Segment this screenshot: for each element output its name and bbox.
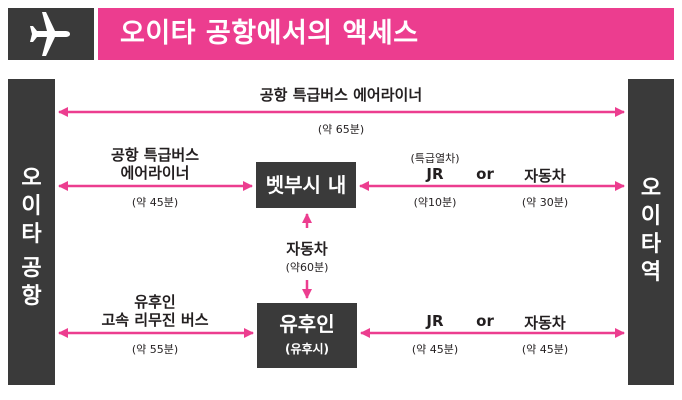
mid-left-label-2: 에어라이너 [120, 164, 190, 182]
mid-or: or [476, 165, 494, 183]
bottom-left-time: (약 55분) [131, 343, 179, 356]
terminal-char: 항 [21, 284, 42, 309]
top-route-label: 공항 특급버스 에어라이너 [259, 86, 423, 104]
beppu-node: 벳부시 내 [256, 162, 356, 208]
bottom-car-label: 자동차 [524, 314, 566, 332]
top-route-time: (약 65분) [317, 123, 365, 136]
bottom-jr-label: JR [426, 312, 444, 330]
bottom-left-label-2: 고속 리무진 버스 [101, 311, 209, 329]
terminal-char: 타 [21, 222, 42, 247]
yufuin-node-sub: (유후시) [284, 342, 330, 356]
oita-airport-terminal: 오 이 타 공 항 [8, 79, 55, 385]
bottom-left-label-1: 유후인 [134, 293, 176, 311]
vertical-car-label: 자동차 [286, 240, 328, 258]
oita-station-terminal: 오 이 타 역 [628, 79, 674, 385]
yufuin-node: 유후인 (유후시) [257, 303, 357, 368]
bottom-car-time: (약 45분) [521, 343, 569, 356]
terminal-char: 공 [21, 256, 42, 281]
terminal-char: 이 [21, 194, 42, 219]
yufuin-node-name: 유후인 [279, 312, 335, 336]
mid-jr-label: JR [426, 165, 444, 183]
page-title: 오이타 공항에서의 액세스 [120, 18, 419, 49]
terminal-char: 타 [640, 232, 662, 257]
bottom-jr-time: (약 45분) [411, 343, 459, 356]
terminal-char: 오 [21, 166, 42, 191]
mid-car-time: (약 30분) [521, 196, 569, 209]
terminal-char: 이 [640, 204, 662, 229]
airplane-icon [30, 12, 70, 56]
vertical-car-time: (약60분) [285, 261, 329, 274]
header-banner [98, 8, 674, 60]
mid-car-label: 자동차 [524, 167, 566, 185]
mid-left-time: (약 45분) [131, 196, 179, 209]
terminal-char: 오 [640, 176, 662, 201]
bottom-or: or [476, 312, 494, 330]
mid-jr-time: (약10분) [413, 196, 457, 209]
mid-left-label-1: 공항 특급버스 [110, 146, 200, 164]
terminal-char: 역 [640, 260, 662, 285]
jr-note: (특급열차) [410, 152, 460, 165]
